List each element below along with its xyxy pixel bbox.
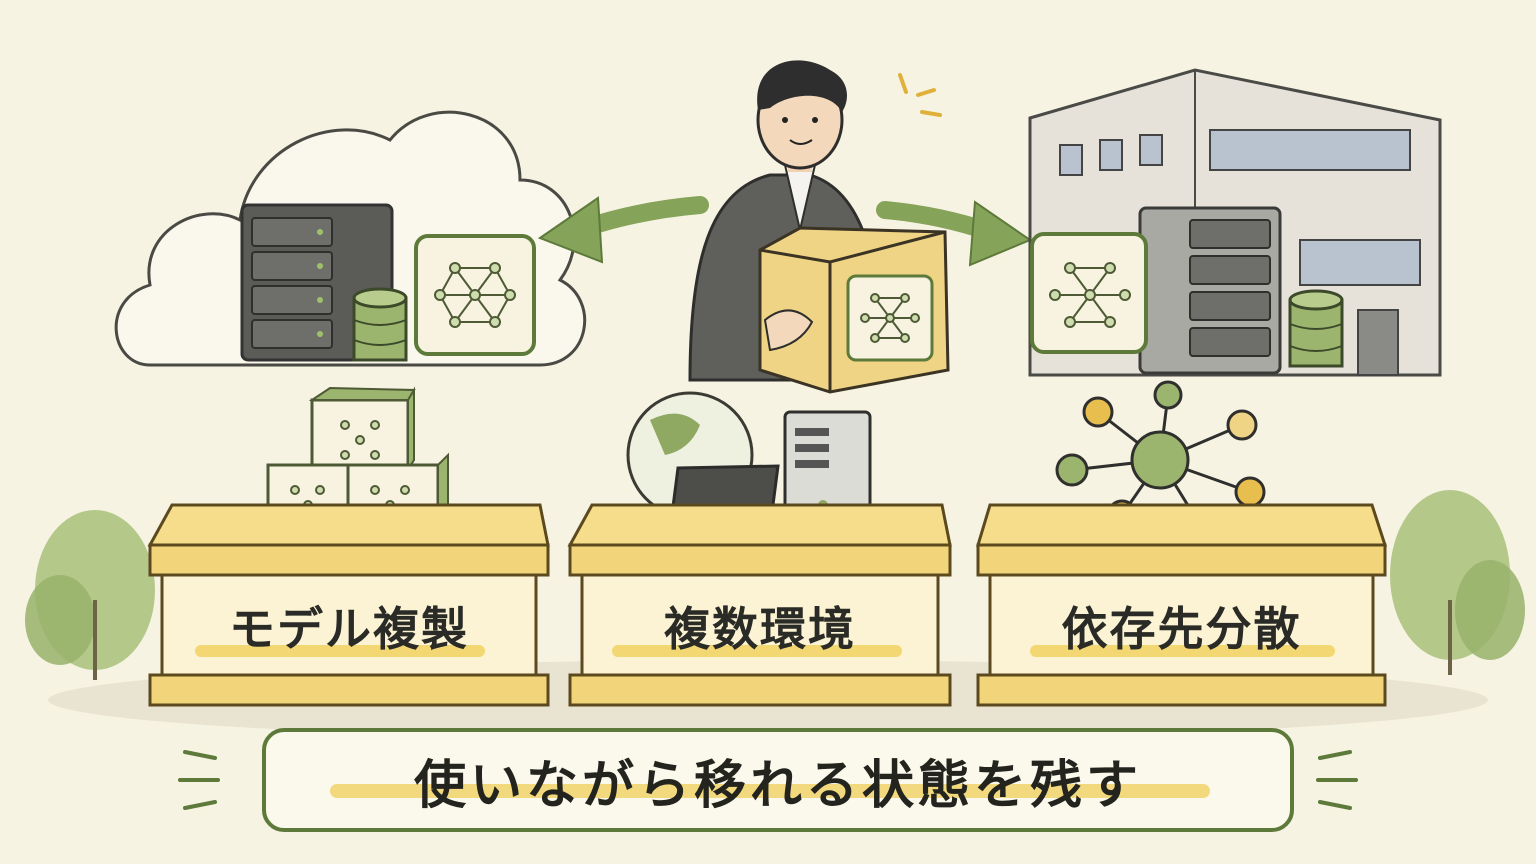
package-box-icon xyxy=(758,226,950,394)
label-multiple-environments: 複数環境 xyxy=(664,602,856,656)
database-icon xyxy=(352,287,408,362)
plinth-right xyxy=(975,503,1388,707)
database-icon xyxy=(1288,289,1344,368)
emphasis-marks-left xyxy=(178,750,220,810)
tree-left-icon xyxy=(25,510,155,680)
arrow-right-icon xyxy=(876,200,1033,267)
banner-highlight xyxy=(330,784,1210,798)
label-model-replication: モデル複製 xyxy=(229,602,469,656)
banner-text: 使いながら移れる状態を残す xyxy=(413,755,1142,816)
arrow-left-icon xyxy=(537,196,709,264)
message-banner: 使いながら移れる状態を残す xyxy=(262,728,1294,832)
ai-model-card-icon xyxy=(414,234,536,356)
plinth-center xyxy=(567,503,952,707)
server-rack-icon xyxy=(1138,206,1282,375)
label-dependency-distribution: 依存先分散 xyxy=(1061,602,1302,656)
plinth-left xyxy=(147,503,550,707)
emphasis-marks-right xyxy=(1316,750,1358,810)
ai-model-card-icon xyxy=(1030,232,1148,354)
tree-right-icon xyxy=(1390,490,1525,675)
